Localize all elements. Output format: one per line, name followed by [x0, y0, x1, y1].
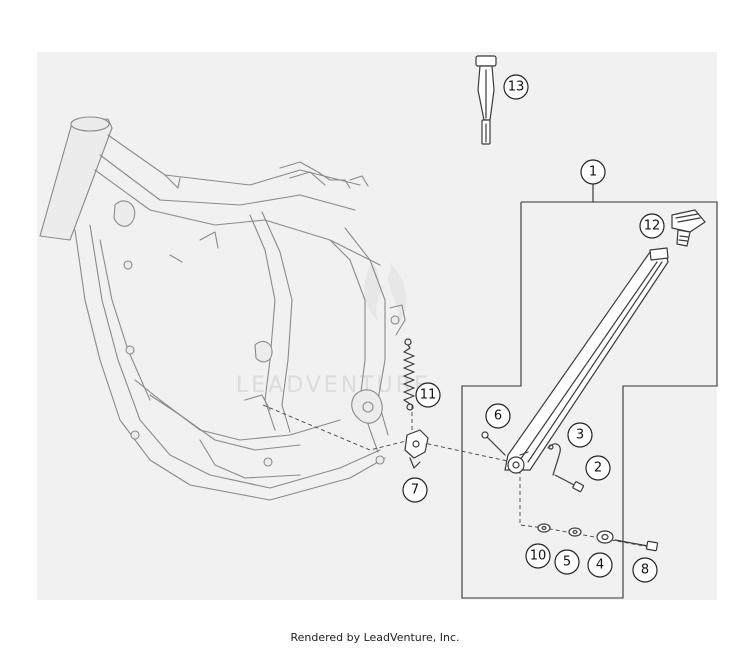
assembly-line-bolt	[519, 470, 656, 549]
watermark-logo	[364, 262, 407, 325]
callout-5: 5	[554, 549, 580, 575]
svg-text:1: 1	[589, 165, 597, 180]
part-5-washer	[568, 527, 582, 537]
svg-text:10: 10	[530, 549, 547, 564]
svg-text:11: 11	[420, 388, 437, 403]
callout-2: 2	[585, 455, 611, 481]
part-2-screw	[554, 474, 585, 493]
callout-7: 7	[402, 477, 428, 503]
svg-text:7: 7	[411, 483, 419, 498]
callout-11: 11	[415, 382, 441, 408]
part-11-spring	[403, 338, 415, 411]
part-8-bolt	[614, 539, 659, 552]
svg-text:12: 12	[644, 219, 661, 234]
footer-credit: Rendered by LeadVenture, Inc.	[290, 631, 460, 644]
part-6-bolt	[481, 431, 506, 456]
part-3-hook	[547, 443, 561, 476]
part-10-washer	[537, 523, 551, 533]
callout-10: 10	[525, 543, 551, 569]
callout-4: 4	[587, 552, 613, 578]
callout-12: 12	[639, 213, 665, 239]
svg-text:2: 2	[594, 461, 602, 476]
svg-text:3: 3	[576, 428, 584, 443]
assembly-group-box	[461, 201, 718, 599]
callout-13: 13	[503, 74, 529, 100]
callout-3: 3	[567, 422, 593, 448]
motorcycle-frame	[39, 116, 406, 501]
part-7-bracket	[404, 429, 429, 469]
part-12-rubber-pad	[671, 209, 706, 247]
callout-8: 8	[632, 557, 658, 583]
svg-text:6: 6	[494, 409, 502, 424]
svg-text:13: 13	[508, 80, 525, 95]
svg-text:8: 8	[641, 563, 649, 578]
svg-text:4: 4	[596, 558, 604, 573]
assembly-line-pivot	[262, 404, 513, 463]
callout-6: 6	[485, 403, 511, 429]
callout-1: 1	[580, 159, 606, 185]
part-4-bushing	[596, 530, 614, 544]
svg-text:5: 5	[563, 555, 571, 570]
side-stand-arm	[504, 247, 669, 474]
part-13-key	[475, 55, 497, 145]
